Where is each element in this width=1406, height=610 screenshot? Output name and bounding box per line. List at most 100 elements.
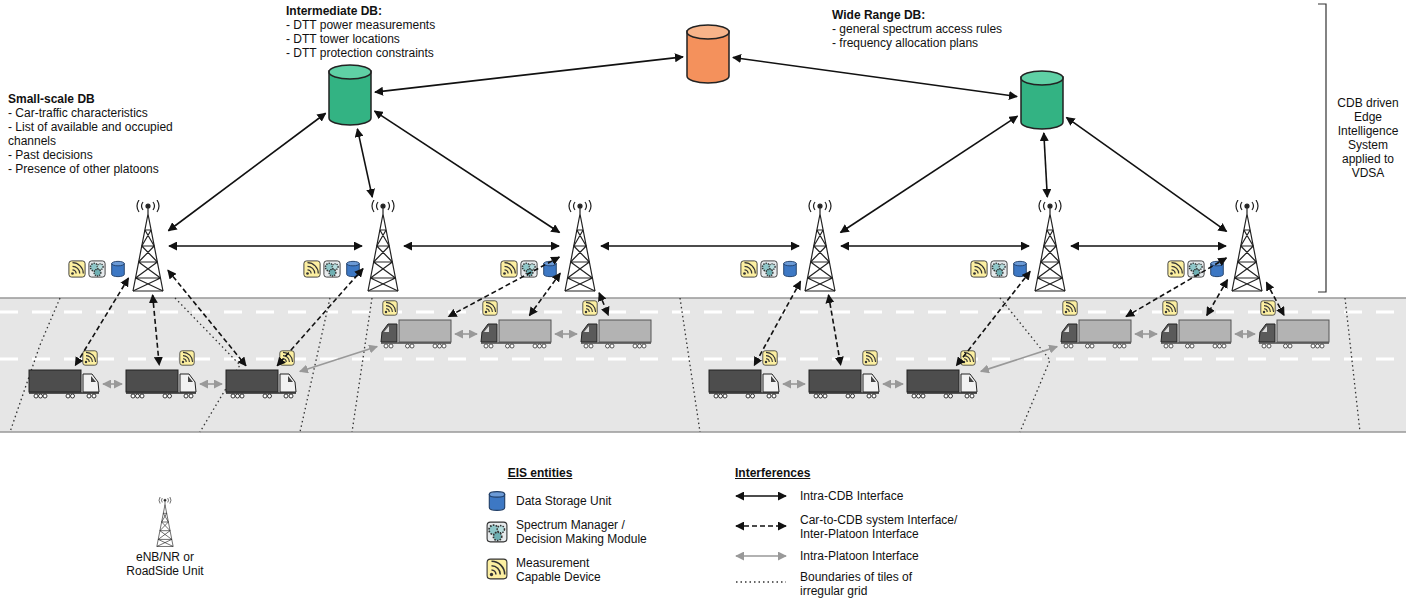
measurement-icon	[863, 351, 877, 365]
intra-cdb-link	[1044, 133, 1048, 197]
device-icon	[761, 261, 777, 277]
device-icon	[324, 261, 340, 277]
intra-cdb-link	[375, 111, 560, 232]
legend-text: Spectrum Manager / Decision Making Modul…	[516, 518, 656, 546]
legend-samples	[157, 492, 786, 582]
car-to-cdb-link	[754, 281, 800, 365]
intra-platoon-link	[200, 383, 222, 385]
measurement-icon	[180, 351, 194, 365]
database-cylinder	[686, 24, 730, 84]
base-station-tower	[1229, 200, 1265, 292]
device-icon	[69, 261, 85, 277]
base-station-tower	[130, 200, 166, 292]
truck-symbol	[125, 368, 197, 400]
intra-cdb-link	[841, 245, 1029, 247]
truck-symbol	[28, 368, 100, 400]
intra-cdb-link	[1066, 117, 1226, 231]
intra-platoon-link	[981, 347, 1057, 372]
base-station-tower	[562, 200, 598, 292]
db-item: - DTT power measurements	[286, 18, 435, 32]
intra-platoon-link	[883, 383, 903, 385]
database-cylinder: Wide Range DB:- general spectrum access …	[680, 6, 1010, 90]
legend-text: Boundaries of tiles of irregular grid	[800, 570, 920, 598]
db-text: Intermediate DB:- DTT power measurements…	[286, 4, 435, 60]
device-icon	[1168, 261, 1184, 277]
truck-symbol	[1061, 320, 1131, 348]
truck	[380, 318, 452, 350]
intra-cdb-link	[601, 245, 799, 247]
db-heading: Intermediate DB:	[286, 4, 435, 18]
intra-cdb-link	[357, 129, 372, 197]
tower-symbol	[1232, 200, 1262, 291]
legend-samples	[487, 522, 507, 542]
db-description: Small-scale DB	[8, 92, 188, 106]
legend-text: Measurement Capable Device	[516, 556, 616, 584]
measurement-icon	[1261, 301, 1275, 315]
legend-samples	[489, 492, 504, 511]
truck	[808, 368, 880, 400]
truck-symbol	[1160, 318, 1232, 350]
truck-symbol	[906, 368, 978, 400]
truck-symbol	[225, 368, 297, 400]
road	[0, 431, 1406, 433]
measurement-icon	[1163, 301, 1177, 315]
car-to-cdb-link	[168, 270, 246, 365]
cylinder-top	[329, 65, 371, 79]
truck	[1160, 318, 1232, 350]
measurement-icon	[583, 301, 597, 315]
device-icon	[741, 261, 757, 277]
measurement-icon	[383, 301, 397, 315]
truck-symbol	[1161, 320, 1231, 348]
car-to-cdb-link	[599, 293, 608, 315]
device-icon	[304, 261, 320, 277]
road	[0, 298, 1406, 432]
car-to-cdb-link	[1207, 280, 1228, 316]
tower-symbol	[133, 200, 163, 291]
intra-platoon-link	[1135, 333, 1157, 335]
legend-heading: EIS entities	[470, 466, 610, 480]
database-cylinder: Intermediate DB:- DTT power measurements…	[286, 4, 435, 126]
truck	[708, 368, 780, 400]
truck-symbol	[708, 368, 780, 400]
truck-symbol	[1060, 318, 1132, 350]
tower-symbol	[1035, 200, 1065, 291]
tower-symbol	[130, 200, 166, 292]
legend-samples	[736, 495, 786, 497]
tower-symbol	[562, 200, 598, 292]
database-cylinder	[1020, 70, 1064, 130]
db-description: - List of available and occupied channel…	[8, 120, 188, 148]
base-station-tower	[1032, 200, 1068, 292]
base-station-tower	[802, 200, 838, 292]
db-item: - DTT protection constraints	[286, 46, 435, 60]
truck	[28, 368, 100, 400]
measurement-icon	[763, 351, 777, 365]
intra-platoon-link	[103, 383, 122, 385]
intra-platoon-link	[300, 347, 377, 372]
db-description: - Past decisions	[8, 148, 188, 162]
base-station-tower	[365, 200, 401, 292]
tower-symbol	[802, 200, 838, 292]
truck	[580, 318, 652, 350]
cylinder-top	[687, 25, 729, 39]
bracket-label: CDB driven Edge Intelligence System appl…	[1336, 96, 1400, 180]
measurement-icon	[961, 351, 975, 365]
tile-boundaries	[1000, 298, 1050, 432]
cylinder-top	[1021, 71, 1063, 85]
intra-cdb-link	[841, 116, 1018, 232]
legend-text: Car-to-CDB system Interface/ Inter-Plato…	[800, 513, 975, 541]
db-item: - frequency allocation plans	[832, 36, 1002, 50]
device-icon	[89, 261, 105, 277]
truck	[480, 318, 552, 350]
tile-boundaries	[680, 298, 700, 432]
tile-boundaries	[352, 298, 372, 432]
database-cylinder	[1020, 70, 1064, 130]
legend-text: eNB/NR or RoadSide Unit	[120, 550, 210, 578]
truck	[1060, 318, 1132, 350]
measurement-icon	[1063, 301, 1077, 315]
truck	[225, 368, 297, 400]
db-item: - DTT tower locations	[286, 32, 435, 46]
truck-symbol	[580, 318, 652, 350]
device-icon	[544, 261, 557, 276]
measurement-icon	[83, 351, 97, 365]
